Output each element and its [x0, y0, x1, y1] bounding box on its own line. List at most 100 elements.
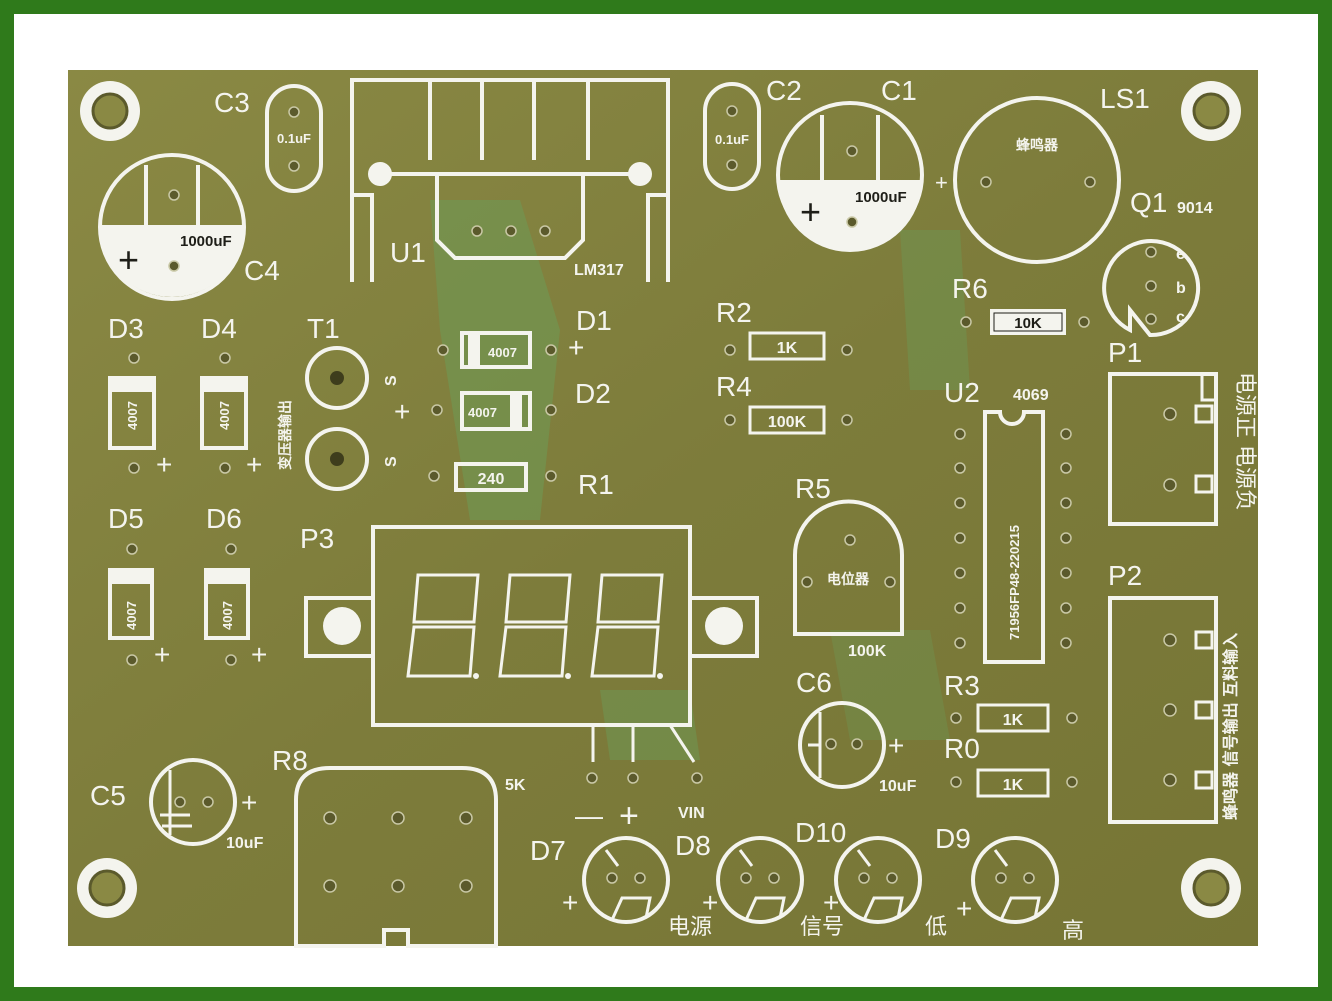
- value-c5: 10uF: [226, 835, 264, 852]
- label-c3: C3: [214, 87, 250, 118]
- plus-d8: +: [702, 887, 718, 918]
- capacitor-c1: C1 1000uF + +: [776, 75, 948, 252]
- part-q1: 9014: [1177, 200, 1213, 217]
- value-d5: 4007: [124, 601, 139, 630]
- value-r5: 100K: [848, 643, 887, 660]
- led-text-power: 电源: [668, 915, 712, 940]
- trimmer-r8: R8 5K: [272, 745, 526, 948]
- label-d7: D7: [530, 835, 566, 866]
- plus-d10: +: [823, 887, 839, 918]
- led-d7: D7 + 电源: [530, 835, 712, 940]
- led-text-low: 低: [925, 915, 947, 940]
- label-c5: C5: [90, 780, 126, 811]
- capacitor-c5: C5 + 10uF: [90, 758, 264, 852]
- part-u2: 4069: [1013, 387, 1049, 404]
- value-c3: 0.1uF: [277, 131, 311, 146]
- label-d6: D6: [206, 503, 242, 534]
- code-u2: 71956FP48-220215: [1007, 525, 1022, 640]
- label-d10: D10: [795, 817, 846, 848]
- capacitor-c2: C2 0.1uF: [703, 75, 802, 191]
- label-r3: R3: [944, 670, 980, 701]
- display-minus: —: [575, 800, 603, 831]
- plus-d6: +: [251, 639, 267, 670]
- diode-d1: 4007 + D1: [437, 305, 612, 369]
- label-p1: P1: [1108, 337, 1142, 368]
- resistor-r4: R4 100K: [716, 371, 853, 435]
- value-c1: 1000uF: [855, 189, 907, 206]
- label-d1: D1: [576, 305, 612, 336]
- label-r6: R6: [952, 273, 988, 304]
- plus-d5: +: [154, 639, 170, 670]
- label-t1: T1: [307, 313, 340, 344]
- led-d10: D10 + 信号 低: [795, 817, 947, 940]
- value-r6: 10K: [1014, 315, 1042, 332]
- label-c6: C6: [796, 667, 832, 698]
- label-d5: D5: [108, 503, 144, 534]
- led-text-signal: 信号: [800, 915, 844, 940]
- mounting-holes: [77, 81, 1241, 918]
- label-d2: D2: [575, 378, 611, 409]
- label-r0: R0: [944, 733, 980, 764]
- value-d1: 4007: [488, 345, 517, 360]
- buzzer-text: 蜂鸣器: [1016, 137, 1059, 154]
- label-c4: C4: [244, 255, 280, 286]
- led-d9: D9 + 高: [935, 823, 1084, 944]
- flux-mark: [430, 200, 560, 520]
- value-r4: 100K: [768, 414, 807, 431]
- p1-text: 电源正 电源负: [1232, 372, 1257, 511]
- label-c1: C1: [881, 75, 917, 106]
- label-p3: P3: [300, 523, 334, 554]
- part-u1: LM317: [574, 262, 624, 279]
- label-d9: D9: [935, 823, 971, 854]
- label-c2: C2: [766, 75, 802, 106]
- value-r8: 5K: [505, 777, 526, 794]
- value-d4: 4007: [217, 401, 232, 430]
- transformer-output-text: 变压器输出: [277, 400, 294, 470]
- label-q1: Q1: [1130, 187, 1167, 218]
- connector-p1: P1 电源正 电源负: [1108, 337, 1257, 526]
- display-vin: VIN: [678, 805, 705, 822]
- value-d2: 4007: [468, 405, 497, 420]
- led-text-high: 高: [1062, 919, 1084, 944]
- plus-d3: +: [156, 449, 172, 480]
- t1-s1: S: [383, 375, 400, 386]
- resistor-r6: R6 10K: [952, 273, 1090, 335]
- label-r4: R4: [716, 371, 752, 402]
- value-d6: 4007: [220, 601, 235, 630]
- flux-mark: [830, 630, 950, 740]
- value-r2: 1K: [777, 340, 798, 357]
- diode-d2: + 4007 D2: [394, 378, 611, 431]
- resistor-r1: 240 R1: [428, 462, 614, 500]
- resistor-r2: R2 1K: [716, 297, 853, 361]
- value-c4: 1000uF: [180, 233, 232, 250]
- connector-t1: T1 S S: [305, 313, 400, 491]
- plus-c5: +: [241, 787, 257, 818]
- plus-c6: +: [888, 730, 904, 761]
- plus-d4: +: [246, 449, 262, 480]
- regulator-u1: U1 LM317: [350, 78, 670, 282]
- diode-d3: D3 4007 +: [108, 313, 172, 480]
- p2-text: 蜂鸣器 信号输出 互料输入: [1221, 633, 1240, 820]
- led-d8: D8 +: [675, 830, 804, 924]
- diode-d5: D5 4007 +: [108, 503, 170, 670]
- capacitor-c4: C4 1000uF +: [98, 153, 280, 301]
- label-u1: U1: [390, 237, 426, 268]
- plus-d1: +: [568, 332, 584, 363]
- potentiometer-r5: R5 电位器 100K: [793, 473, 904, 660]
- label-p2: P2: [1108, 560, 1142, 591]
- pot-text: 电位器: [827, 571, 870, 588]
- diode-d6: D6 4007 +: [204, 503, 267, 670]
- value-c6: 10uF: [879, 778, 917, 795]
- label-d3: D3: [108, 313, 144, 344]
- plus-c4: +: [118, 239, 139, 280]
- pin-c: c: [1176, 309, 1185, 326]
- label-r1: R1: [578, 469, 614, 500]
- capacitor-c6: C6 + 10uF: [796, 667, 917, 795]
- seven-segment-digits: [406, 573, 664, 678]
- label-r5: R5: [795, 473, 831, 504]
- transistor-q1: Q1 9014 e b c: [1102, 187, 1213, 338]
- pin-e: e: [1176, 246, 1185, 263]
- connector-p2: P2 蜂鸣器 信号输出 互料输入: [1108, 560, 1240, 824]
- plus-ls1: +: [935, 170, 948, 195]
